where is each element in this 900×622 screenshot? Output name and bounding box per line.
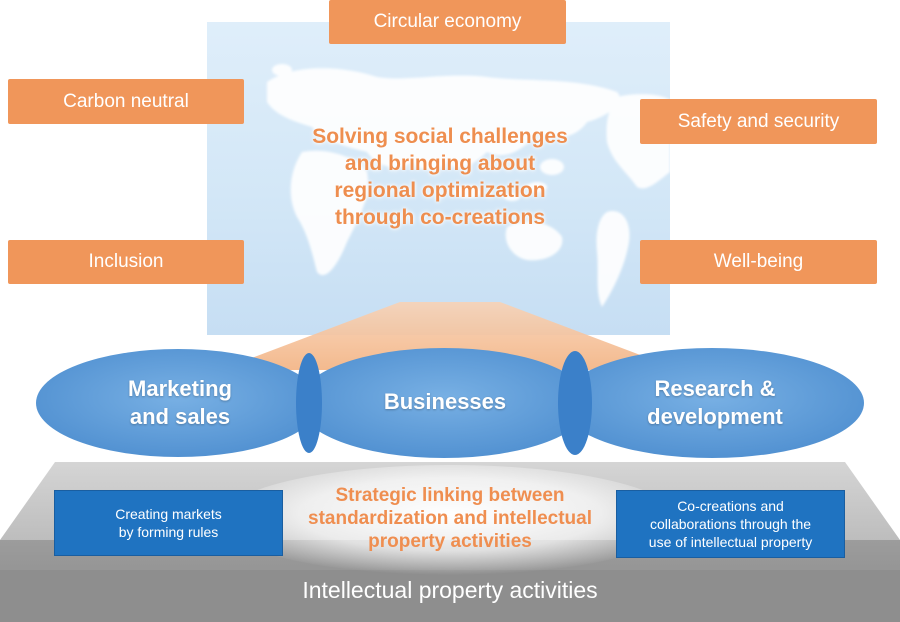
pillars-ellipses: [36, 348, 864, 458]
foundation-title: Intellectual property activities: [302, 577, 598, 603]
ellipse-businesses: [298, 348, 590, 458]
label-marketing-line-2: and sales: [129, 404, 231, 429]
strategic-line-2: standardization and intellectual: [308, 508, 592, 529]
box-co-creations-line-3: use of intellectual property: [648, 534, 813, 550]
connector-glow: [220, 302, 680, 370]
center-line-1: Solving social challenges: [312, 125, 568, 148]
strategic-line-3: property activities: [368, 531, 532, 552]
world-map-image: [267, 64, 670, 307]
label-research-line-1: Research &: [654, 376, 776, 401]
box-creating-markets: Creating markets by forming rules: [54, 490, 283, 556]
world-map-panel: [207, 22, 670, 335]
box-creating-markets-line-1: Creating markets: [115, 506, 222, 522]
label-marketing-line-1: Marketing: [128, 376, 232, 401]
tag-inclusion: Inclusion: [8, 240, 244, 284]
center-line-2: and bringing about: [344, 152, 536, 175]
center-statement: Solving social challenges and bringing a…: [260, 123, 620, 231]
strategic-line-1: Strategic linking between: [335, 485, 565, 506]
ellipse-marketing: [36, 349, 320, 457]
ellipse-research: [560, 348, 864, 458]
strategic-linking-text: Strategic linking between standardizatio…: [300, 484, 600, 553]
overlap-left: [296, 353, 322, 453]
overlap-right: [558, 351, 592, 455]
tag-well-being: Well-being: [640, 240, 877, 284]
label-businesses: Businesses: [383, 389, 507, 414]
center-line-4: through co-creations: [334, 206, 545, 229]
label-research-line-2: development: [647, 404, 783, 429]
center-line-3: regional optimization: [334, 179, 546, 202]
tag-circular-economy: Circular economy: [329, 0, 566, 44]
box-co-creations-line-1: Co-creations and: [677, 498, 784, 514]
box-co-creations: Co-creations and collaborations through …: [616, 490, 845, 558]
label-marketing: Marketing and sales: [90, 375, 270, 431]
tag-carbon-neutral: Carbon neutral: [8, 79, 244, 124]
tag-safety-security: Safety and security: [640, 99, 877, 144]
box-co-creations-line-2: collaborations through the: [649, 516, 812, 532]
label-research: Research & development: [610, 375, 820, 431]
box-creating-markets-line-2: by forming rules: [118, 524, 219, 540]
